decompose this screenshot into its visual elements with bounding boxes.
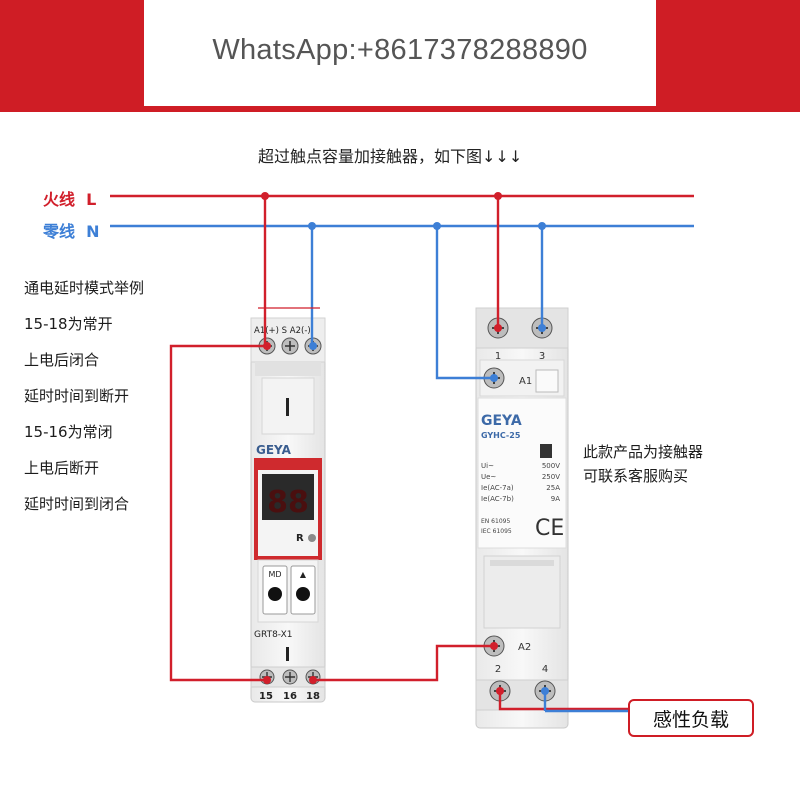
example-line: 上电后断开	[24, 459, 100, 477]
example-line: 15-16为常闭	[24, 423, 113, 441]
relay-brand: GEYA	[256, 443, 292, 457]
relay-md-button[interactable]	[268, 587, 282, 601]
relay-md-label: MD	[268, 570, 281, 579]
terminal-3-label: 3	[539, 351, 545, 362]
terminal-18-label: 18	[306, 691, 320, 702]
neutral-line-label: 零线 N	[43, 222, 100, 241]
timer-relay: GEYA 88 R MD ▲ GRT8-X1 A1(+) S A2(-)	[250, 317, 326, 703]
wire-18-to-contactor-a2	[313, 644, 494, 682]
example-line: 15-18为常开	[24, 315, 113, 333]
whatsapp-banner: WhatsApp:+8617378288890	[144, 0, 656, 106]
svg-text:250V: 250V	[542, 473, 560, 481]
relay-display	[262, 474, 314, 520]
contactor: A1 GEYA GYHC-25 Ui~ 500V Ue~ 250V Ie(AC-7a…	[475, 307, 569, 729]
junction-dots	[261, 192, 549, 695]
svg-text:Ue~: Ue~	[481, 473, 496, 481]
live-line-label: 火线 L	[43, 190, 97, 209]
relay-up-label: ▲	[300, 570, 307, 579]
relay-top-terminal-labels: A1(+) S A2(-)	[254, 326, 311, 336]
svg-text:Ie(AC-7b): Ie(AC-7b)	[481, 495, 514, 503]
contactor-brand: GEYA	[481, 413, 522, 429]
svg-text:Ui~: Ui~	[481, 462, 494, 470]
example-line: 通电延时模式举例	[24, 279, 145, 297]
contactor-specs: Ui~ 500V Ue~ 250V Ie(AC-7a) 25A Ie(AC-7b) 9A…	[481, 462, 560, 535]
relay-model: GRT8-X1	[254, 630, 293, 640]
wire-neutral-to-contactor-a1	[435, 226, 494, 380]
wire-a1-to-15	[169, 344, 267, 682]
contactor-indicator-window	[540, 444, 552, 458]
svg-text:500V: 500V	[542, 462, 560, 470]
contactor-model: GYHC-25	[481, 431, 521, 440]
terminal-2-label: 2	[495, 664, 501, 675]
terminal-1-label: 1	[495, 351, 501, 362]
svg-text:EN 61095: EN 61095	[481, 518, 510, 525]
svg-text:25A: 25A	[546, 484, 560, 492]
terminal-4-label: 4	[542, 664, 548, 675]
svg-text:IEC 61095: IEC 61095	[481, 528, 512, 535]
svg-text:88: 88	[267, 485, 309, 520]
svg-text:Ie(AC-7a): Ie(AC-7a)	[481, 484, 514, 492]
terminal-16-label: 16	[283, 691, 297, 702]
relay-up-button[interactable]	[296, 587, 310, 601]
inductive-load-box: 感性负载	[628, 699, 754, 737]
top-note: 超过触点容量加接触器，如下图↓↓↓	[258, 147, 523, 166]
inductive-load-label: 感性负载	[652, 708, 729, 731]
relay-indicator-led	[308, 534, 316, 542]
ce-mark: CE	[535, 516, 564, 541]
contactor-a2-label: A2	[518, 642, 531, 653]
relay-r-label: R	[296, 533, 304, 544]
example-line: 延时时间到闭合	[24, 495, 130, 513]
whatsapp-contact: WhatsApp:+8617378288890	[212, 34, 588, 66]
example-line: 上电后闭合	[24, 351, 100, 369]
contactor-a1-label: A1	[519, 376, 532, 387]
contactor-note: 此款产品为接触器 可联系客服购买	[583, 443, 704, 485]
example-line: 延时时间到断开	[24, 387, 130, 405]
svg-text:9A: 9A	[551, 495, 560, 503]
terminal-15-label: 15	[259, 691, 273, 702]
wires	[110, 194, 694, 713]
wire-terminal-2-to-load	[498, 691, 628, 711]
